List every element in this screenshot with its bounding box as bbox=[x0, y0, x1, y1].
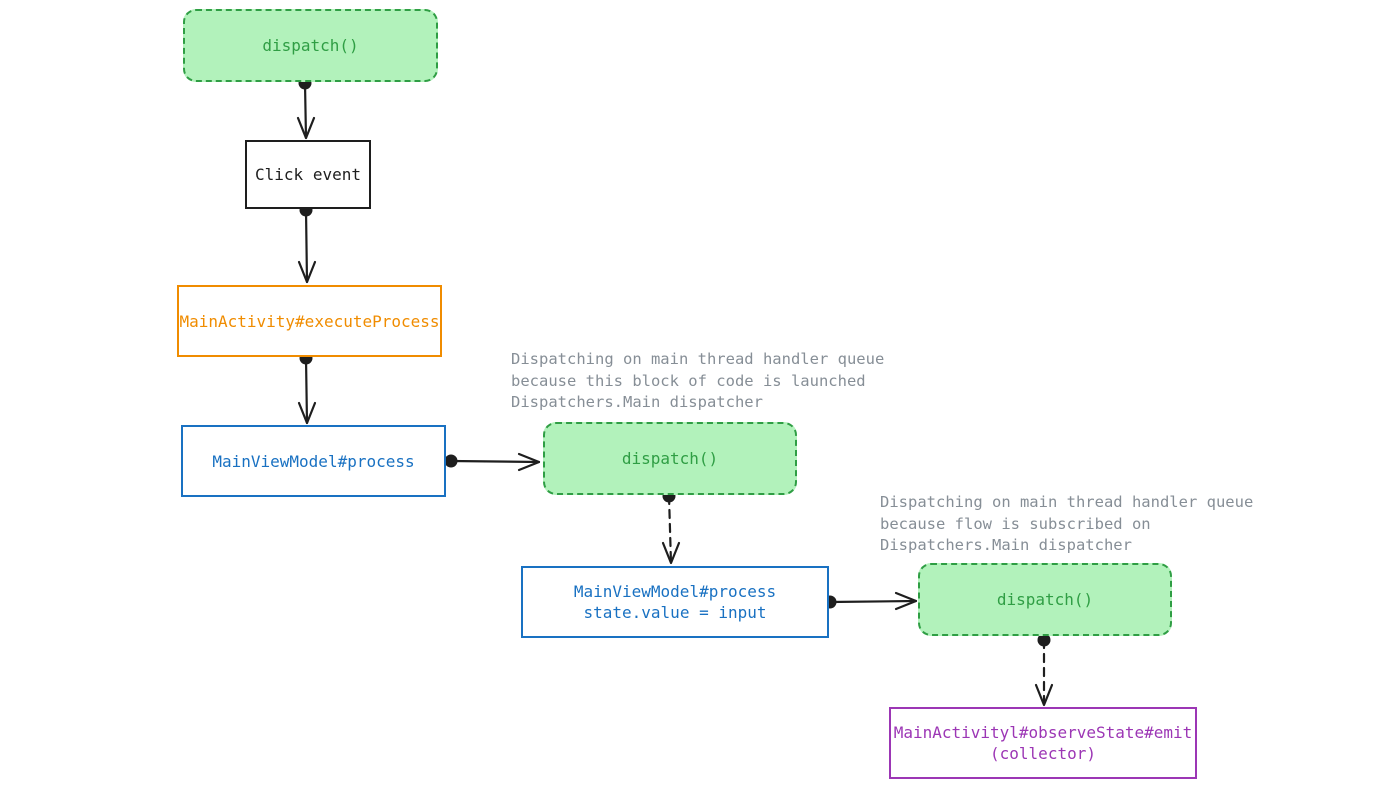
dispatch-node-top[interactable]: dispatch() bbox=[183, 9, 438, 82]
state-update-line1: MainViewModel#process bbox=[573, 582, 777, 601]
click-event-label: Click event bbox=[255, 165, 361, 184]
note-line: Dispatchers.Main dispatcher bbox=[511, 393, 763, 411]
state-update-line2: state.value = input bbox=[583, 603, 767, 622]
collector-line2: (collector) bbox=[990, 744, 1096, 763]
arrow-process-to-dispatch bbox=[449, 452, 541, 472]
arrow-dispatch-to-click bbox=[296, 81, 316, 140]
arrow-dispatch-to-state bbox=[661, 494, 681, 565]
arrow-execute-to-process bbox=[297, 356, 317, 425]
dispatch-node-bottom[interactable]: dispatch() bbox=[918, 563, 1172, 636]
viewmodel-process-label: MainViewModel#process bbox=[212, 451, 415, 471]
note-line: because flow is subscribed on bbox=[880, 514, 1151, 533]
connector-dot bbox=[444, 454, 458, 468]
click-event-node[interactable]: Click event bbox=[245, 140, 371, 209]
dispatch-node-label: dispatch() bbox=[996, 590, 1094, 609]
viewmodel-process-node[interactable]: MainViewModel#process bbox=[181, 425, 446, 497]
arrow-dispatch-to-collector bbox=[1034, 638, 1054, 707]
arrow-state-to-dispatch bbox=[828, 591, 918, 611]
note-line: Dispatchers.Main dispatcher bbox=[880, 536, 1132, 554]
execute-process-node[interactable]: MainActivity#executeProcess bbox=[177, 285, 442, 357]
state-update-node[interactable]: MainViewModel#process state.value = inpu… bbox=[521, 566, 829, 638]
arrow-click-to-execute bbox=[297, 208, 317, 284]
execute-process-label: MainActivity#executeProcess bbox=[179, 311, 440, 331]
note-line: because this block of code is launched bbox=[511, 371, 866, 390]
dispatch-node-label: dispatch() bbox=[621, 449, 719, 468]
note-line: Dispatching on main thread handler queue bbox=[880, 493, 1254, 511]
flow-dispatch-note: Dispatching on main thread handler queue… bbox=[880, 492, 1253, 557]
note-line: Dispatching on main thread handler queue bbox=[511, 350, 885, 368]
connector-dot bbox=[1037, 633, 1051, 647]
dispatch-node-label: dispatch() bbox=[262, 36, 359, 55]
collector-line1: MainActivityl#observeState#emit bbox=[893, 723, 1193, 742]
collector-node[interactable]: MainActivityl#observeState#emit (collect… bbox=[889, 707, 1197, 779]
dispatch-node-middle[interactable]: dispatch() bbox=[543, 422, 797, 495]
main-dispatch-note: Dispatching on main thread handler queue… bbox=[511, 349, 884, 414]
